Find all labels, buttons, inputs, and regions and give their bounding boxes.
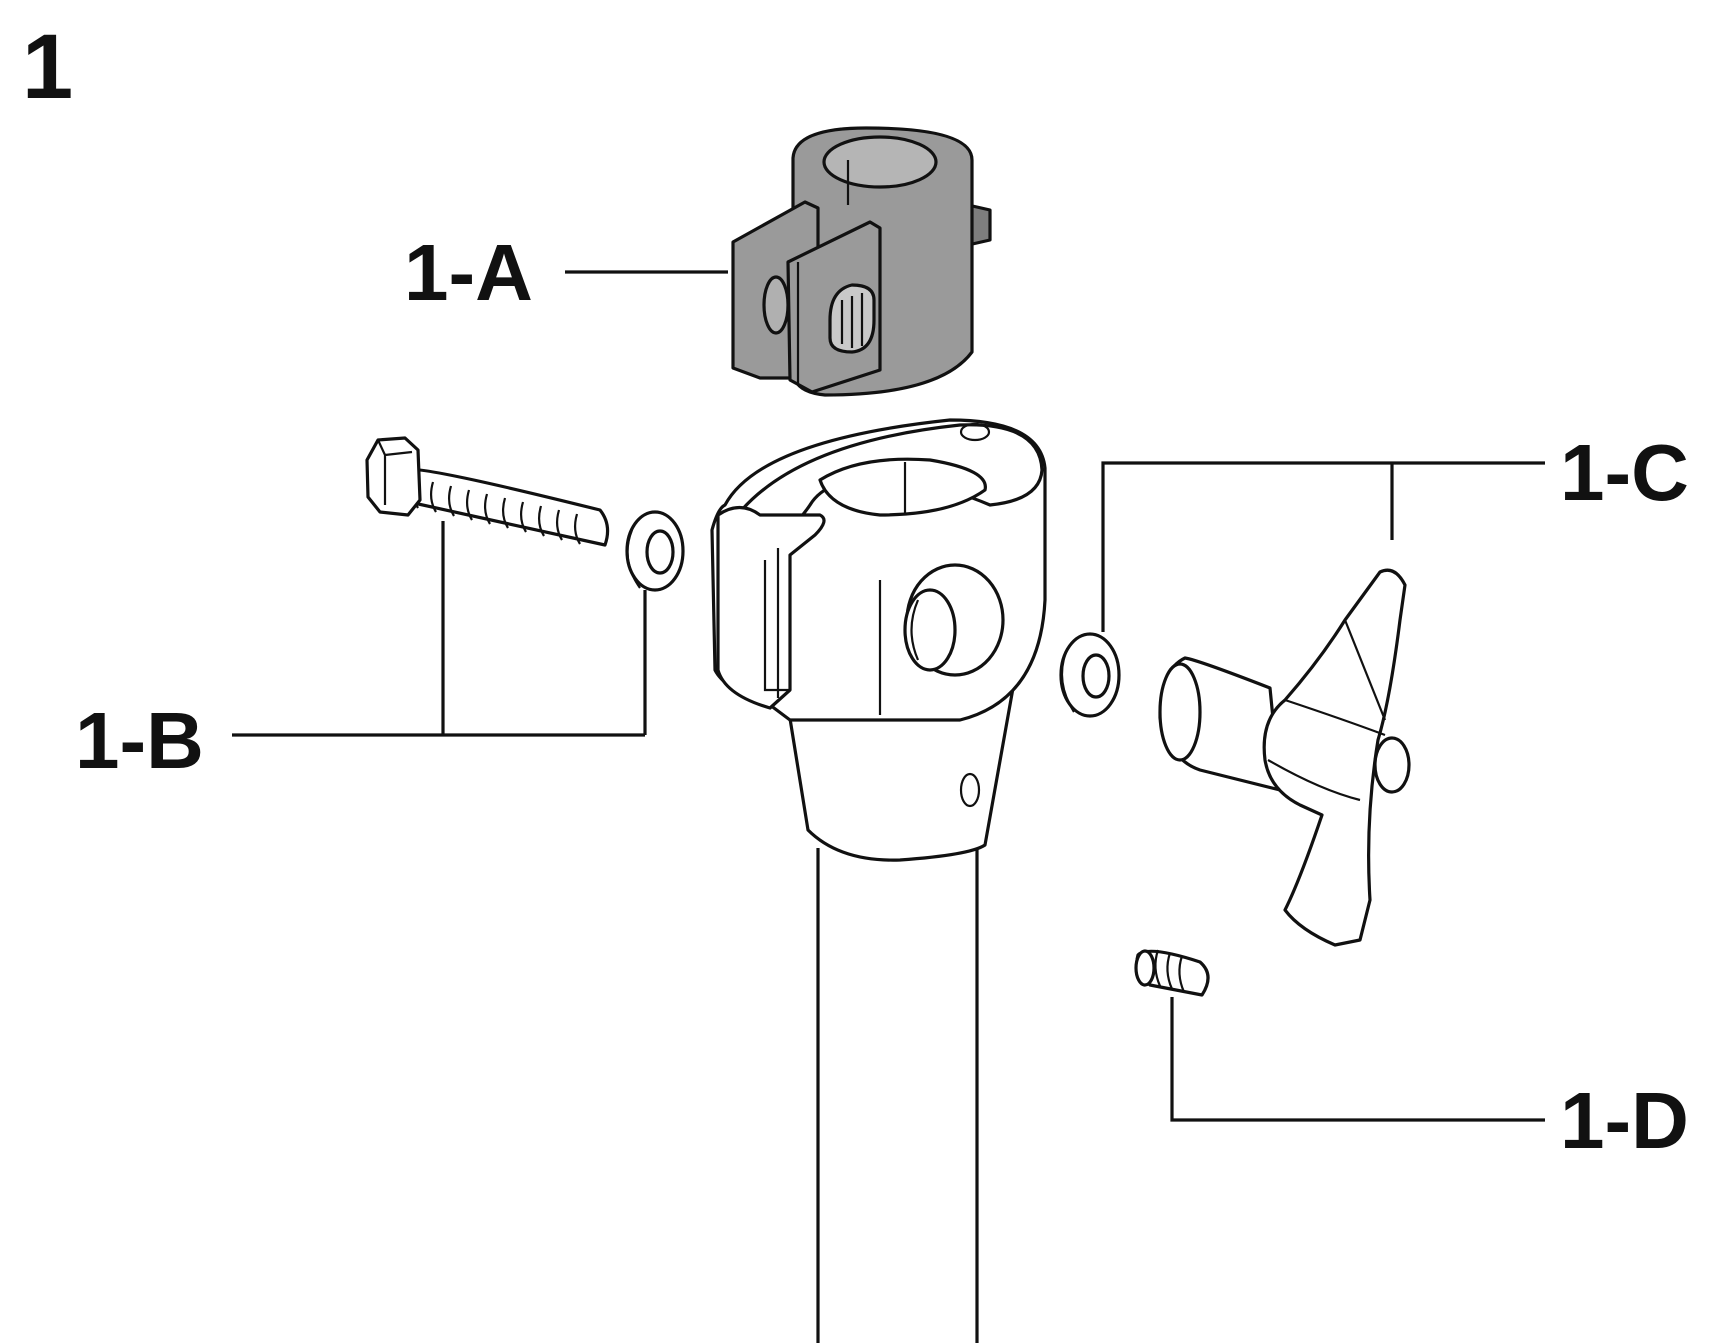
step-number: 1	[22, 16, 73, 118]
set-screw-part	[1134, 949, 1210, 997]
label-c: 1-C	[1560, 428, 1689, 517]
label-c-leader	[1101, 461, 1545, 632]
washer-c-part	[1059, 632, 1121, 718]
clamp-body-part	[710, 418, 1047, 1343]
label-a: 1-A	[404, 228, 533, 317]
wing-bolt-part	[1158, 568, 1411, 947]
bolt-part	[365, 436, 610, 547]
label-d-leader	[1170, 997, 1545, 1122]
washer-b-part	[625, 510, 685, 592]
label-d: 1-D	[1560, 1076, 1689, 1165]
clamp-insert-part	[731, 126, 992, 397]
label-b: 1-B	[75, 696, 204, 785]
label-b-leader	[232, 521, 647, 737]
